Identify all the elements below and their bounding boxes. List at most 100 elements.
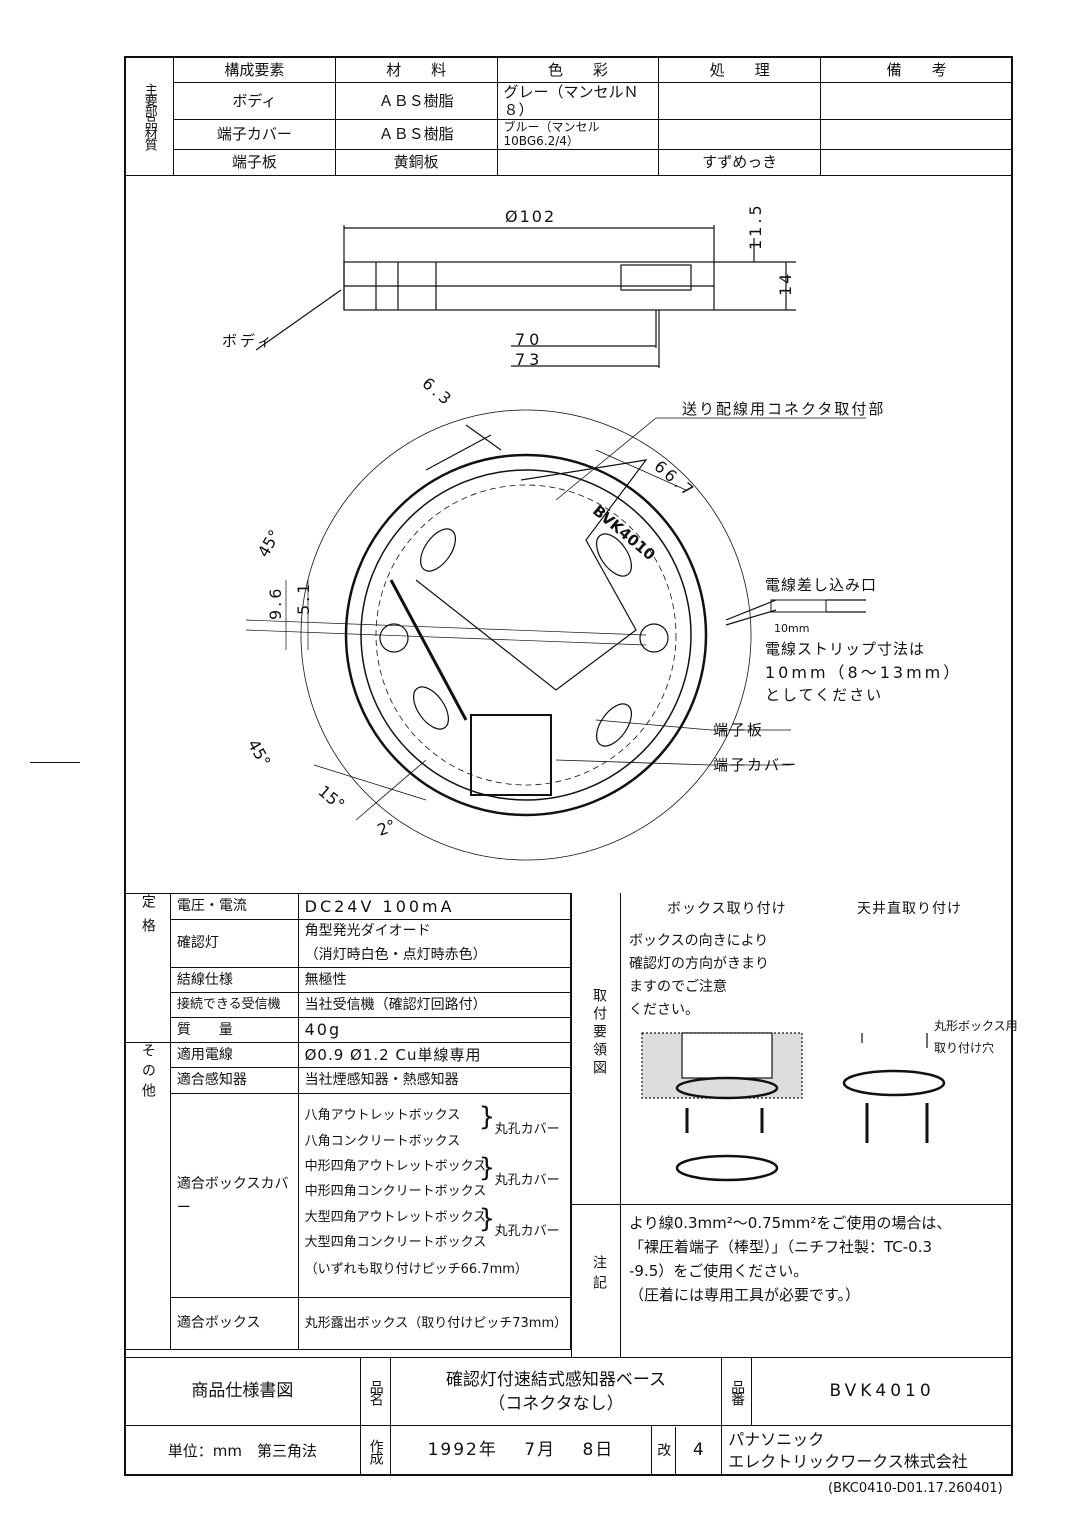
label-wire-insert: 電線差し込み口 (765, 576, 878, 594)
margin-tick (30, 762, 80, 763)
box-note: 確認灯の方向がきまり (629, 956, 769, 972)
material-cell: ブルー（マンセル10BG6.2/4） (496, 119, 660, 150)
spec-key: 接続できる受信機 (169, 992, 299, 1018)
brace-icon: } (478, 1102, 496, 1132)
material-cell (496, 148, 660, 176)
materials-header: 材 料 (334, 56, 498, 83)
dim-diameter: Ø102 (505, 207, 557, 226)
notes-divider (620, 1204, 1012, 1205)
spec-value: 無極性 (297, 967, 572, 993)
base-outer-circle (344, 453, 708, 817)
materials-header: 色 彩 (496, 56, 660, 83)
base-icon (675, 1154, 779, 1182)
material-cell (820, 148, 1013, 176)
box-line: 中形四角アウトレットボックス (304, 1159, 487, 1174)
doc-type: 商品仕様書図 (124, 1357, 361, 1426)
notes-divider (572, 1204, 620, 1205)
notes-side-label: 注記 (591, 1255, 607, 1295)
spec-value: Ø0.9 Ø1.2 Cu単線専用 (297, 1042, 572, 1068)
material-cell (820, 119, 1013, 150)
spec-key: 適用電線 (169, 1042, 299, 1068)
terminal-cover (470, 714, 552, 796)
round-cover-label: 丸孔カバー (494, 1173, 560, 1188)
note-line: 「裸圧着端子（棒型）」（ニチフ社製：TC-0.3 (629, 1238, 933, 1256)
product-name: 確認灯付速結式感知器ベース （コネクタなし） (389, 1357, 723, 1426)
spec-value: 角型発光ダイオード (297, 919, 572, 944)
material-cell: グレー（マンセルＮ８） (496, 82, 660, 120)
install-side-label: 取付要領図 (591, 988, 607, 1078)
strip-note: 電線ストリップ寸法は (765, 640, 926, 658)
material-cell: 端子板 (172, 148, 336, 176)
install-divider (620, 893, 621, 1357)
company-line: パナソニック (728, 1429, 825, 1449)
table-row: 端子カバー ＡＢＳ樹脂 ブルー（マンセル10BG6.2/4） (125, 119, 1013, 150)
spec-value: 丸形露出ボックス（取り付けピッチ73mm） (297, 1297, 572, 1350)
date: 1992年 7月 8日 (389, 1425, 653, 1476)
material-cell: 黄銅板 (334, 148, 498, 176)
note-line: -9.5）をご使用ください。 (629, 1262, 809, 1280)
dim-11-5: 11.5 (746, 202, 765, 250)
spec-value: （消灯時白色・点灯時赤色） (297, 943, 572, 968)
rev-number: 4 (692, 1439, 704, 1460)
strip-note: としてください (765, 686, 884, 704)
box-line: 大型四角アウトレットボックス (304, 1210, 487, 1225)
box-note: ますのでご注意 (629, 979, 727, 995)
spec-value: 当社受信機（確認灯回路付） (297, 992, 572, 1018)
table-row: ボディ ＡＢＳ樹脂 グレー（マンセルＮ８） (125, 82, 1013, 120)
box-line: （いずれも取り付けピッチ66.7mm） (304, 1262, 528, 1277)
product-number: BVK4010 (751, 1357, 1013, 1426)
product-name-line: 確認灯付速結式感知器ベース (445, 1369, 667, 1390)
materials-table: 主要部品材質 構成要素 材 料 色 彩 処 理 備 考 ボディ ＡＢＳ樹脂 グレ… (124, 56, 1013, 176)
technical-drawing (245, 225, 866, 861)
other-side-label: その他 (124, 1042, 171, 1350)
brace-icon: } (478, 1204, 496, 1234)
product-name-line: （コネクタなし） (488, 1393, 624, 1414)
label-terminal-plate: 端子板 (713, 721, 765, 739)
note-line: より線0.3mm²～0.75mm²をご使用の場合は、 (629, 1214, 952, 1232)
spec-table: 定格 電圧・電流 DC24V 100mA 確認灯 角型発光ダイオード （消灯時白… (124, 893, 572, 1350)
dim-14: 14 (776, 271, 795, 296)
box-cover-value: 八角アウトレットボックス 八角コンクリートボックス 中形四角アウトレットボックス… (297, 1093, 572, 1298)
spec-value: DC24V 100mA (297, 893, 572, 920)
round-cover-label: 丸孔カバー (494, 1122, 560, 1137)
materials-header: 備 考 (820, 56, 1013, 83)
dim-70: 70 (515, 330, 544, 349)
label-terminal-cover: 端子カバー (713, 756, 799, 774)
material-cell: すずめっき (658, 148, 822, 176)
materials-side-label: 主要部品材質 (124, 56, 174, 176)
materials-header: 構成要素 (172, 56, 336, 83)
label-connector: 送り配線用コネクタ取付部 (682, 400, 886, 418)
footer-code: (BKC0410-D01.17.260401) (828, 1481, 1003, 1496)
table-row: 端子板 黄銅板 すずめっき (125, 148, 1013, 176)
hole-label: 丸形ボックス用 (934, 1019, 1018, 1033)
spec-key: 適合感知器 (169, 1067, 299, 1094)
box-line: 八角コンクリートボックス (304, 1134, 461, 1149)
material-cell (658, 119, 822, 150)
angle-arc (300, 409, 752, 861)
install-area: 取付要領図 注記 ボックス取り付け 天井直取り付け ボックスの向きにより 確認灯… (571, 893, 1018, 1357)
hole-label: 取り付け穴 (934, 1041, 995, 1055)
strip-10mm: 10mm (774, 622, 810, 635)
base-ceiling-icon (842, 1069, 946, 1097)
material-cell: ボディ (172, 82, 336, 120)
box-line: 八角アウトレットボックス (304, 1108, 461, 1123)
ceiling-install-title: 天井直取り付け (857, 901, 962, 917)
spec-key: 結線仕様 (169, 967, 299, 993)
rev-label: 改 (653, 1426, 677, 1475)
company: パナソニック エレクトリックワークス株式会社 (721, 1425, 1013, 1476)
material-cell: ＡＢＳ樹脂 (334, 82, 498, 120)
spec-value: 当社煙感知器・熱感知器 (297, 1067, 572, 1094)
material-cell (820, 82, 1013, 120)
material-cell: ＡＢＳ樹脂 (334, 119, 498, 150)
box-line: 中形四角コンクリートボックス (304, 1184, 487, 1199)
spec-key: 質 量 (169, 1017, 299, 1043)
box-cover-key: 適合ボックスカバー (169, 1093, 299, 1298)
strip-note: 10mm（8～13mm） (765, 663, 963, 682)
company-line: エレクトリックワークス株式会社 (728, 1451, 968, 1471)
box-line: 大型四角コンクリートボックス (304, 1235, 487, 1250)
materials-header: 処 理 (658, 56, 822, 83)
install-illustration (641, 1032, 946, 1182)
title-block: 商品仕様書図 品名 確認灯付速結式感知器ベース （コネクタなし） 品番 BVK4… (124, 1357, 1013, 1476)
box-cover-label: 適合ボックスカバー (176, 1175, 289, 1216)
